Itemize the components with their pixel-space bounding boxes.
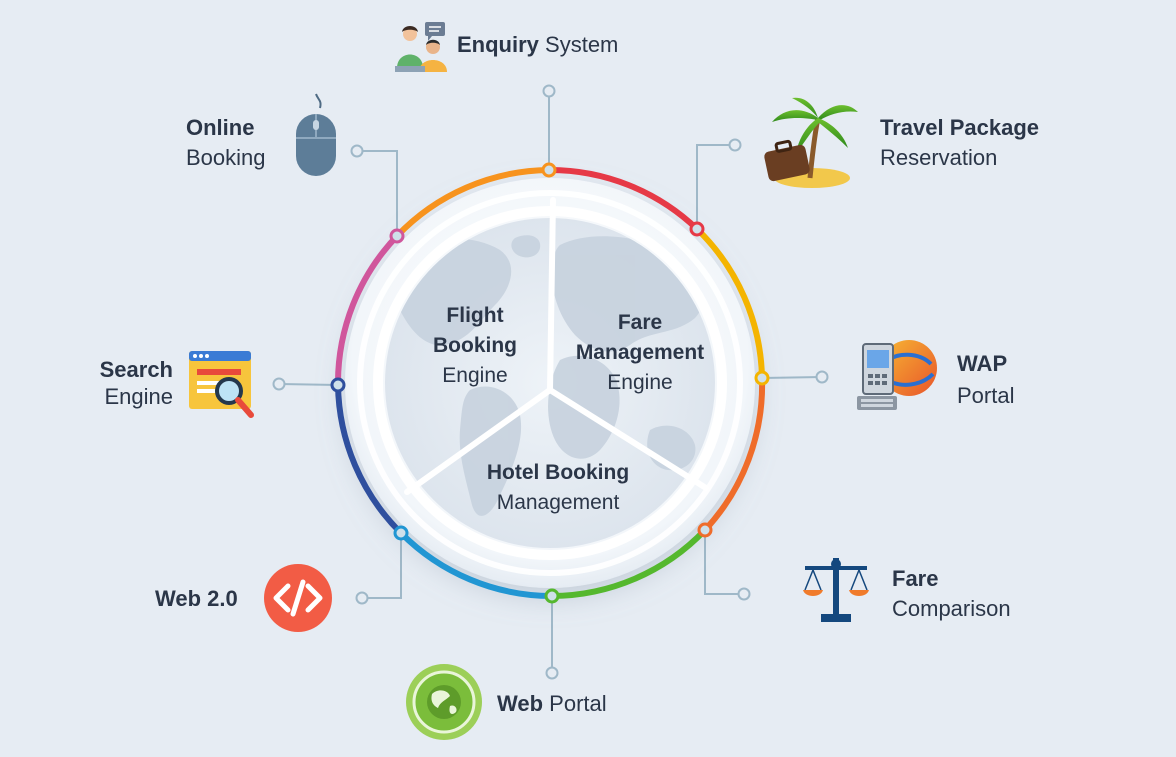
ring-arc-orange: [702, 377, 766, 533]
feature-web-portal-label: Web Portal: [497, 689, 607, 719]
ring-arc-yellow: [694, 226, 765, 379]
ring-arc-pink: [334, 233, 400, 386]
code-icon: [264, 564, 332, 632]
center-hotel-booking-label: Hotel Booking Management: [473, 458, 643, 518]
color-ring: [334, 166, 766, 599]
enquiry-light: System: [545, 32, 619, 57]
travel-package-bold: Travel Package: [880, 115, 1040, 140]
fare-mgmt-light: Engine: [607, 371, 673, 394]
palm-island-icon: [764, 97, 858, 188]
wap-phone-globe-icon: [857, 340, 937, 410]
fare-comparison-bold: Fare: [892, 566, 939, 591]
ring-arc-navy: [335, 384, 404, 536]
connector-search-engine: [279, 383, 339, 386]
feature-fare-comparison-label: Fare Comparison: [892, 564, 1011, 624]
connectors: [279, 92, 823, 673]
feature-travel-package-label: Travel Package Reservation: [880, 113, 1039, 173]
flight-bold1: Flight: [446, 304, 504, 327]
online-booking-bold: Online: [186, 115, 255, 140]
connector-online-booking: [357, 150, 398, 236]
support-agents-icon: [395, 22, 447, 72]
feature-online-booking-label: Online Booking: [186, 113, 266, 173]
end-dots: [272, 84, 829, 680]
connector-travel-package: [696, 144, 734, 229]
web-portal-bold: Web: [497, 691, 544, 716]
connector-wap: [761, 376, 823, 379]
center-flight-booking-label: Flight Booking Engine: [415, 301, 535, 391]
hotel-bold: Hotel Booking: [486, 461, 630, 484]
online-booking-light: Booking: [186, 145, 266, 170]
feature-enquiry-label: Enquiry System: [457, 30, 618, 60]
search-engine-bold: Search: [99, 357, 173, 382]
flight-light: Engine: [442, 364, 508, 387]
sector-dividers: [404, 197, 709, 495]
inner-highlight-ring: [357, 190, 743, 576]
feature-web20-label: Web 2.0: [155, 584, 238, 614]
ring-arc-blue: [398, 530, 553, 599]
wap-light: Portal: [957, 383, 1015, 408]
web20-bold: Web 2.0: [155, 586, 238, 611]
feature-wap-portal-label: WAP Portal: [957, 349, 1014, 411]
fare-mgmt-bold1: Fare: [617, 311, 663, 334]
globe-icon: [406, 664, 482, 740]
wap-bold: WAP: [957, 351, 1008, 376]
scales-icon: [803, 558, 869, 622]
ring-arc-red: [548, 166, 700, 232]
enquiry-bold: Enquiry: [457, 32, 539, 57]
feature-search-engine-label: Search Engine: [100, 355, 173, 412]
search-engine-light: Engine: [104, 384, 173, 409]
ring-dots: [330, 162, 770, 604]
mouse-icon: [296, 93, 336, 176]
center-fare-management-label: Fare Management Engine: [565, 308, 715, 398]
search-window-icon: [189, 351, 254, 418]
fare-mgmt-bold2: Management: [575, 341, 705, 364]
hotel-light: Management: [496, 491, 620, 514]
ring-arc-green: [551, 527, 708, 599]
connector-fare-comparison: [704, 530, 744, 595]
fare-comparison-light: Comparison: [892, 596, 1011, 621]
web-portal-light: Portal: [549, 691, 607, 716]
ring-arc-amber: [394, 167, 550, 239]
flight-bold2: Booking: [433, 334, 517, 357]
connector-web20: [363, 533, 402, 599]
travel-package-light: Reservation: [880, 145, 998, 170]
